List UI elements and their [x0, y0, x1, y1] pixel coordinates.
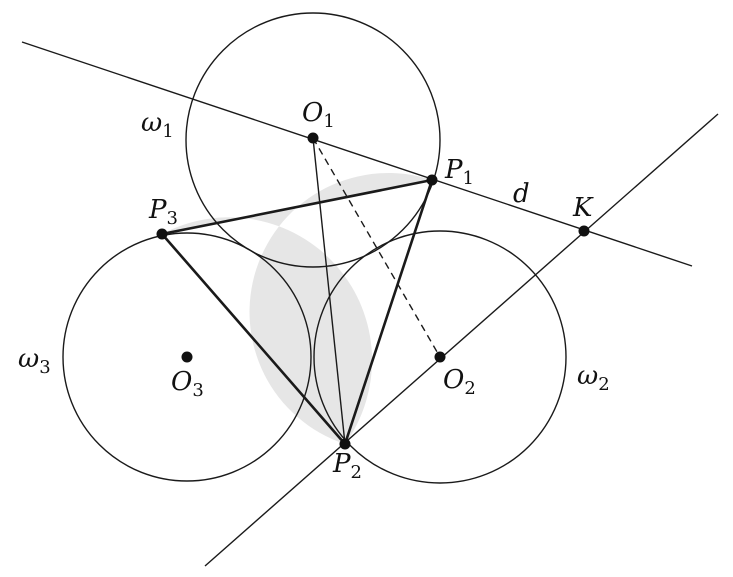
label-O2: O2: [443, 365, 476, 399]
label-P1: P1: [444, 155, 474, 189]
circle-omega2: [313, 230, 567, 484]
label-K: K: [572, 193, 594, 223]
point-P2: [339, 438, 351, 450]
label-omega1: ω1: [141, 108, 174, 142]
label-O1: O1: [302, 98, 335, 132]
segment-o1-o2-dashed: [312, 137, 441, 358]
label-d: d: [513, 179, 530, 209]
point-O1: [307, 132, 319, 144]
segment-o1-p2: [312, 137, 346, 445]
point-P1: [426, 174, 438, 186]
shaded-region: [162, 173, 432, 444]
circle-omega3: [62, 232, 312, 482]
circle-omega1: [185, 12, 441, 268]
point-O3: [181, 351, 193, 363]
line-p2-k: [204, 113, 719, 567]
label-P3: P3: [148, 195, 178, 229]
point-K: [578, 225, 590, 237]
label-omega3: ω3: [18, 344, 51, 378]
label-omega2: ω2: [577, 361, 610, 395]
point-P3: [156, 228, 168, 240]
line-d: [21, 41, 693, 267]
point-O2: [434, 351, 446, 363]
label-O3: O3: [171, 367, 204, 401]
triangle-p1-p2-p3: [160, 178, 434, 446]
label-P2: P2: [332, 449, 362, 483]
